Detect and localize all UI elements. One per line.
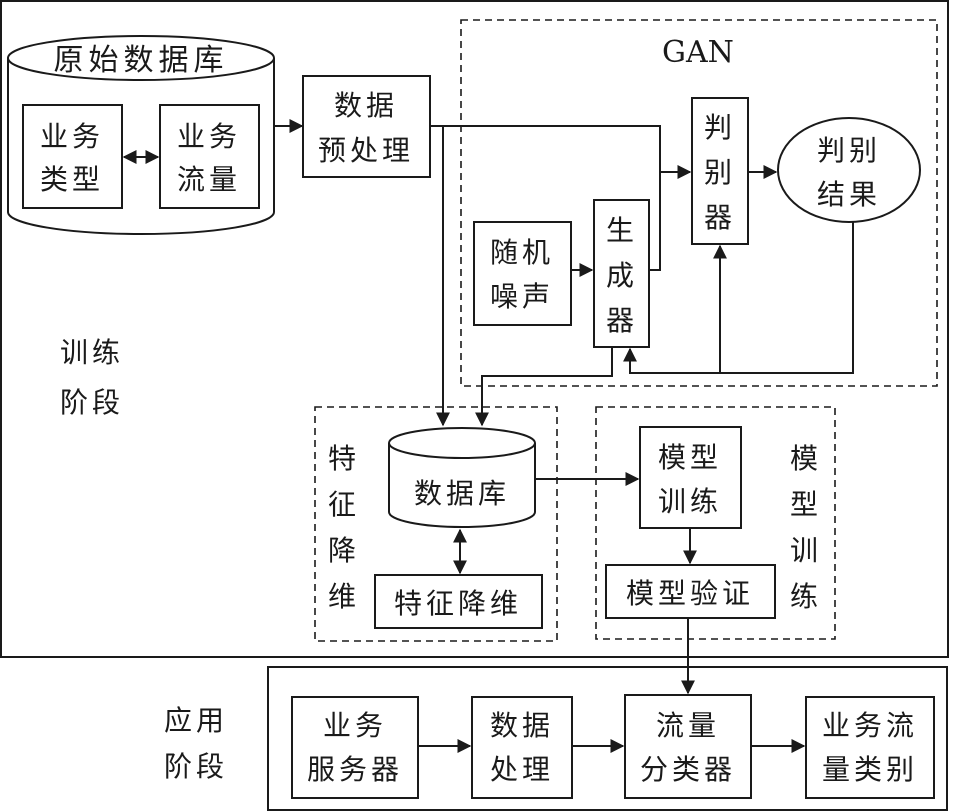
discrimination-result-line1: 判别 bbox=[817, 134, 881, 167]
result-feedback-to-generator-arrow bbox=[623, 222, 854, 374]
model-training-frame bbox=[595, 406, 836, 640]
model-training-label-char3: 训 bbox=[790, 534, 822, 567]
traffic-classifier-line1: 流量 bbox=[656, 709, 720, 742]
raw-database-title: 原始数据库 bbox=[54, 43, 229, 78]
service-server-box bbox=[291, 696, 419, 799]
application-stage-label-line1: 应用 bbox=[164, 704, 228, 737]
traffic-category-box bbox=[805, 696, 935, 799]
model-validation-box bbox=[605, 564, 776, 619]
model-training-box-line1: 模型 bbox=[658, 441, 722, 474]
gan-frame bbox=[460, 19, 938, 387]
service-traffic-box bbox=[159, 104, 260, 209]
feature-reduction-label-char2: 征 bbox=[328, 488, 360, 521]
generator-char2: 成 bbox=[606, 259, 638, 292]
traffic-classifier-line2: 分类器 bbox=[640, 753, 736, 786]
traffic-classifier-box bbox=[624, 694, 752, 799]
generator-box bbox=[593, 199, 650, 348]
training-stage-frame bbox=[0, 0, 949, 658]
model-training-label-char2: 型 bbox=[790, 488, 822, 521]
generator-to-discriminator-line bbox=[649, 172, 661, 271]
data-processing-box bbox=[471, 696, 573, 799]
random-noise-line1: 随机 bbox=[490, 236, 554, 269]
data-processing-line2: 处理 bbox=[490, 753, 554, 786]
model-training-label-char1: 模 bbox=[790, 442, 822, 475]
service-server-line1: 业务 bbox=[323, 709, 387, 742]
discrimination-result-line2: 结果 bbox=[817, 178, 881, 211]
service-traffic-line1: 业务 bbox=[177, 120, 241, 153]
feature-reduction-label-char3: 降 bbox=[328, 534, 360, 567]
application-stage-frame bbox=[267, 666, 948, 811]
generator-char1: 生 bbox=[606, 214, 638, 247]
discriminator-char3: 器 bbox=[704, 201, 736, 234]
feature-reduction-label-char1: 特 bbox=[328, 442, 360, 475]
preprocess-line2: 预处理 bbox=[318, 134, 414, 167]
feature-reduction-frame bbox=[314, 406, 558, 642]
gan-title: GAN bbox=[662, 35, 734, 70]
feature-reduction-box-label: 特征降维 bbox=[394, 587, 522, 620]
discriminator-char1: 判 bbox=[704, 111, 736, 144]
model-training-label-char4: 练 bbox=[790, 580, 822, 613]
generator-to-database-arrow bbox=[475, 347, 613, 427]
traffic-category-line2: 量类别 bbox=[822, 753, 918, 786]
preprocess-to-discriminator-arrow bbox=[430, 125, 692, 179]
service-server-line2: 服务器 bbox=[307, 753, 403, 786]
service-type-line2: 类型 bbox=[40, 163, 104, 196]
model-training-box-line2: 训练 bbox=[658, 485, 722, 518]
random-noise-box bbox=[473, 221, 572, 326]
preprocess-line1: 数据 bbox=[334, 89, 398, 122]
model-training-box bbox=[639, 426, 742, 529]
generator-char3: 器 bbox=[606, 304, 638, 337]
feature-reduction-label-char4: 维 bbox=[328, 580, 360, 613]
discrimination-result-ellipse bbox=[777, 117, 921, 223]
model-validation-label: 模型验证 bbox=[626, 577, 754, 610]
random-noise-line2: 噪声 bbox=[490, 280, 554, 313]
application-stage-label-line2: 阶段 bbox=[164, 750, 228, 783]
service-type-box bbox=[22, 104, 123, 209]
feature-reduction-box bbox=[374, 574, 543, 629]
service-type-line1: 业务 bbox=[40, 120, 104, 153]
data-processing-line1: 数据 bbox=[490, 709, 554, 742]
database-cylinder: 数据库 bbox=[388, 427, 536, 528]
training-stage-label-line2: 阶段 bbox=[60, 386, 124, 419]
discriminator-char2: 别 bbox=[704, 156, 736, 189]
traffic-category-line1: 业务流 bbox=[822, 709, 918, 742]
database-label: 数据库 bbox=[414, 477, 510, 510]
training-stage-label-line1: 训练 bbox=[60, 336, 124, 369]
service-traffic-line2: 流量 bbox=[177, 163, 241, 196]
preprocess-box bbox=[302, 75, 431, 178]
